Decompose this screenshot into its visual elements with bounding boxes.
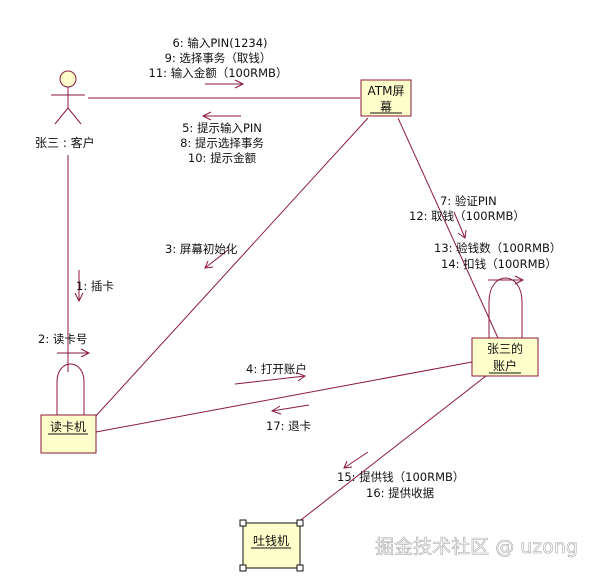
account-line1: 张三的	[487, 341, 523, 356]
arrow-read-card	[57, 348, 91, 358]
object-account[interactable]: 张三的 账户	[471, 337, 539, 377]
arrow-account-self	[488, 275, 525, 285]
arrow-return-card	[270, 404, 310, 415]
arrow-to-account-verify	[453, 211, 467, 239]
object-cash-dispenser[interactable]: 吐钱机	[239, 519, 304, 572]
arrow-dispense	[343, 451, 369, 469]
msg-16: 16: 提供收据	[366, 486, 435, 500]
actor-label: 张三 : 客户	[35, 135, 95, 150]
msg-8: 8: 提示选择事务	[180, 136, 264, 150]
arrow-to-atm	[205, 79, 245, 89]
msg-14: 14: 扣钱（100RMB）	[441, 257, 557, 271]
msg-12: 12: 取钱（100RMB）	[409, 209, 525, 223]
account-line2: 账户	[493, 358, 517, 373]
arrow-insert-card	[74, 270, 84, 303]
atm-screen-line1: ATM屏	[368, 84, 405, 98]
link-account-dispenser	[296, 375, 487, 524]
msg-2: 2: 读卡号	[38, 332, 87, 346]
link-atm-account	[397, 117, 499, 339]
selfloop-account	[488, 277, 523, 338]
atm-screen-line2: 幕	[380, 100, 392, 114]
card-reader-label: 读卡机	[50, 420, 86, 434]
msg-6: 6: 输入PIN(1234)	[172, 36, 267, 50]
arrow-open-account	[234, 372, 307, 385]
msg-11: 11: 输入金额（100RMB）	[149, 66, 288, 80]
msg-3: 3: 屏幕初始化	[165, 242, 238, 256]
msg-15: 15: 提供钱（100RMB）	[337, 470, 464, 484]
actor-figure	[51, 70, 85, 125]
msg-13: 13: 验钱数（100RMB）	[434, 241, 561, 255]
object-atm-screen[interactable]: ATM屏 幕	[360, 79, 412, 117]
cash-dispenser-label: 吐钱机	[253, 533, 289, 548]
msg-1: 1: 插卡	[76, 279, 114, 293]
watermark: 掘金技术社区 @ uzong	[375, 536, 578, 558]
link-atm-cardreader	[93, 117, 369, 419]
selfloop-cardreader	[56, 363, 85, 415]
object-card-reader[interactable]: 读卡机	[40, 414, 97, 454]
msg-4: 4: 打开账户	[246, 362, 307, 376]
arrow-screen-init	[204, 249, 229, 269]
msg-9: 9: 选择事务（取钱）	[165, 51, 272, 65]
msg-17: 17: 退卡	[266, 419, 311, 433]
msg-7: 7: 验证PIN	[440, 194, 497, 208]
msg-5: 5: 提示输入PIN	[182, 121, 262, 135]
msg-10: 10: 提示金额	[188, 151, 257, 165]
arrow-to-actor	[201, 111, 241, 121]
link-cardreader-account	[95, 361, 473, 433]
